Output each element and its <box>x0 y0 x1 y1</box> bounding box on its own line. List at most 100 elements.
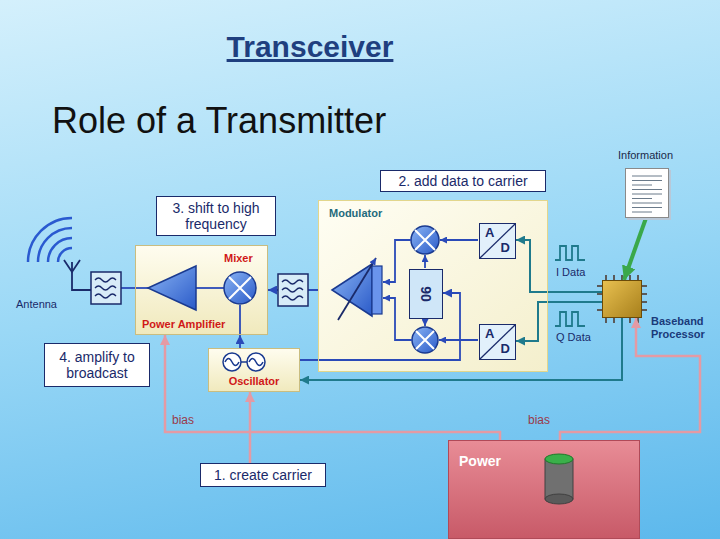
oscillator-symbol <box>225 359 263 366</box>
document-lines <box>632 207 662 208</box>
battery-icon <box>545 454 573 464</box>
gain-stage-symbol <box>338 258 376 320</box>
filter-symbol <box>282 280 303 300</box>
node-label: A <box>485 327 494 342</box>
mixer-symbol <box>229 277 251 299</box>
panel-fill <box>135 245 268 335</box>
radio-waves <box>38 228 72 262</box>
modulator-wire <box>383 298 412 340</box>
mixer-symbol <box>412 327 438 353</box>
node-label: Baseband Processor <box>651 315 715 340</box>
node-label: Modulator <box>329 207 382 220</box>
antenna-symbol <box>64 260 80 272</box>
mixer-symbol <box>224 272 256 304</box>
oscillator-panel: Oscillator <box>208 348 300 392</box>
signal-connector <box>516 240 602 292</box>
callout-box: 3. shift to high frequency <box>156 196 276 236</box>
callout-text: 3. shift to high frequency <box>162 200 270 232</box>
radio-waves <box>28 218 72 262</box>
document-lines <box>632 189 662 190</box>
signal-connector <box>249 392 252 463</box>
filter-symbol <box>95 278 116 298</box>
callout-text: 1. create carrier <box>214 467 312 483</box>
mixer-amplifier-panel: MixerPower Amplifier <box>135 245 268 335</box>
converter-box: AD <box>479 324 516 360</box>
signal-connector <box>300 318 622 380</box>
panel-fill <box>208 348 300 392</box>
node-label: Power <box>459 453 501 469</box>
power-supply: Power <box>448 440 640 539</box>
document-lines <box>632 180 662 181</box>
callout-box: 4. amplify to broadcast <box>44 343 150 387</box>
document-lines <box>632 212 652 213</box>
document-lines <box>626 169 668 217</box>
node-label: Information <box>618 149 673 162</box>
document-lines <box>632 194 662 195</box>
part-label: Antenna <box>16 298 57 311</box>
modulator-wire <box>424 255 426 268</box>
chip-pins <box>597 275 647 323</box>
node-label: D <box>501 241 510 256</box>
gain-stage-symbol <box>372 266 382 314</box>
filter-symbol <box>91 272 121 304</box>
edge-label: bias <box>528 414 550 428</box>
data-waveform <box>555 312 585 326</box>
data-waveform <box>555 246 585 260</box>
gain-stage-symbol <box>332 264 372 316</box>
signal-wire <box>196 287 224 289</box>
modulator-wire <box>383 240 411 282</box>
antenna-symbol <box>64 260 91 290</box>
node-label: Power Amplifier <box>142 318 225 331</box>
signal-connector <box>624 218 646 280</box>
oscillator-symbol <box>223 353 265 371</box>
mixer-symbol <box>411 226 439 254</box>
panel-fill <box>135 200 548 392</box>
battery-icon <box>541 451 577 507</box>
callout-text: 4. amplify to broadcast <box>50 349 144 381</box>
amplifier-symbol <box>148 266 196 310</box>
panel-fill <box>318 200 548 372</box>
callout-text: 2. add data to carrier <box>398 173 527 189</box>
callout-box: 1. create carrier <box>200 463 326 487</box>
signal-wire <box>239 305 241 335</box>
signal-connector <box>239 335 241 348</box>
node-label: D <box>501 342 510 357</box>
converter-diagonal <box>480 325 515 359</box>
document-lines <box>632 185 652 186</box>
data-waveform <box>555 246 585 326</box>
modulator-wire <box>424 318 426 326</box>
page-title: Transceiver <box>0 30 620 65</box>
modulator-panel: ModulatorAD90AD <box>318 200 548 372</box>
document-lines <box>632 198 652 199</box>
signal-name: I Data <box>556 266 585 279</box>
radio-waves <box>28 218 72 262</box>
node-label: Mixer <box>224 252 253 265</box>
battery-icon <box>545 459 573 499</box>
filter-symbol <box>278 274 308 306</box>
modulator-wire <box>440 239 478 241</box>
battery-icon <box>545 494 573 504</box>
node-label: A <box>485 226 494 241</box>
gain-stage-symbol <box>332 258 382 320</box>
filter-symbol <box>91 272 308 306</box>
subtitle: Role of a Transmitter <box>52 100 386 141</box>
edge-label: bias <box>172 414 194 428</box>
phase-shifter-box: 90 <box>409 269 443 319</box>
mixer-symbol <box>415 230 435 250</box>
chip-pins <box>597 275 647 323</box>
node-label: 90 <box>418 286 434 302</box>
document-icon: Information <box>625 168 669 218</box>
mixer-symbol <box>416 331 434 349</box>
oscillator-symbol <box>241 361 247 363</box>
converter-diagonal <box>480 224 515 258</box>
converter-box: AD <box>479 223 516 259</box>
modulator-wire <box>383 240 478 340</box>
signal-name: Q Data <box>556 331 591 344</box>
processor-chip: Baseband Processor <box>602 280 642 318</box>
callout-box: 2. add data to carrier <box>380 170 546 192</box>
modulator-wire <box>439 339 478 341</box>
radio-waves <box>48 238 72 262</box>
document-lines <box>632 176 662 177</box>
node-label: Oscillator <box>209 375 299 388</box>
signal-connector <box>165 335 500 440</box>
